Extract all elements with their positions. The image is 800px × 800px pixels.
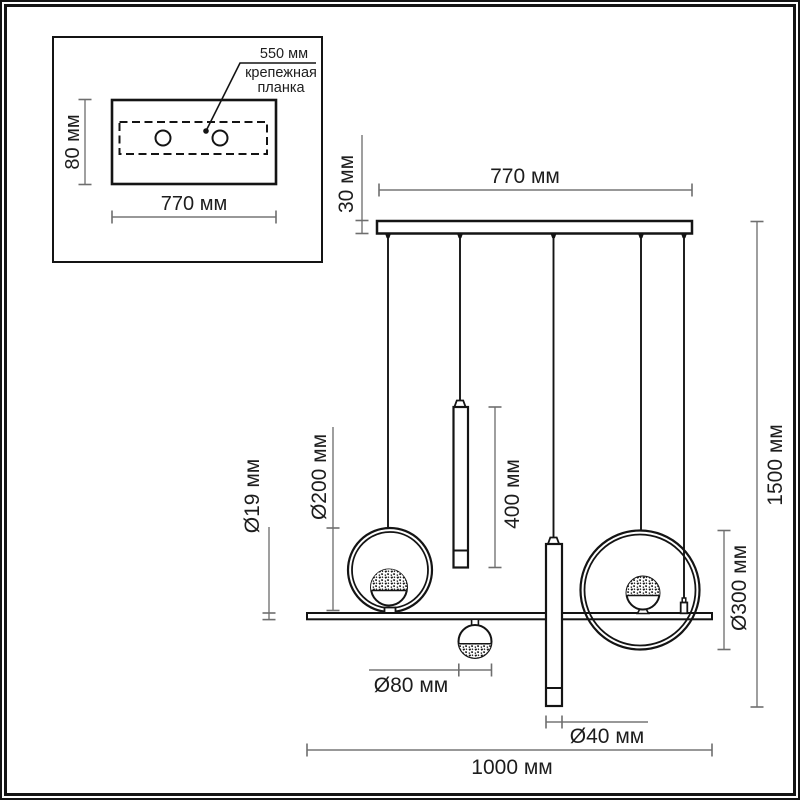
attachment-nub xyxy=(457,233,463,239)
horizontal-bar xyxy=(306,612,713,621)
suspension-cables xyxy=(387,233,685,599)
rod-thickness-label: Ø19 мм xyxy=(241,459,264,533)
page-frame-inner xyxy=(4,4,796,796)
mounting-hole-left xyxy=(154,129,172,147)
attachment-nub xyxy=(638,233,644,239)
attachment-nub xyxy=(550,233,557,239)
sphere-stipple-bottom xyxy=(458,643,492,658)
large-ring-outer xyxy=(579,529,701,651)
tube-length-dimension: 400 мм xyxy=(488,406,524,569)
tube-body xyxy=(544,542,564,708)
large-ring-label: Ø300 мм xyxy=(728,545,751,631)
pendant-tube-center xyxy=(544,536,564,708)
large-ring-inner xyxy=(583,533,697,647)
cable-attachments xyxy=(385,233,687,239)
callout-value-label: 550 мм xyxy=(260,46,308,62)
overall-width-dimension: 1000 мм xyxy=(306,743,713,779)
sphere-diameter-label: Ø80 мм xyxy=(374,674,448,697)
tube-body xyxy=(452,405,470,569)
mounting-bracket-dashed xyxy=(118,121,268,155)
callout-leader-line xyxy=(205,62,316,132)
cable-end-connector xyxy=(679,597,689,615)
pendant-elevation: 770 мм 30 мм 1500 мм 400 мм Ø200 мм xyxy=(241,135,787,779)
hanging-sphere xyxy=(457,618,493,659)
large-ring-assembly xyxy=(579,529,701,651)
mounting-hole-right xyxy=(211,129,229,147)
ceiling-canopy xyxy=(375,219,694,235)
overall-height-dimension: 1500 мм xyxy=(750,220,787,708)
inset-width-dimension: 770 мм xyxy=(111,193,277,224)
tube-length-label: 400 мм xyxy=(501,459,524,529)
attachment-nub xyxy=(681,233,687,239)
plate-height-label: 80 мм xyxy=(62,114,84,169)
ceiling-plate xyxy=(110,98,278,186)
plate-width-label: 770 мм xyxy=(161,193,227,215)
canopy-width-label: 770 мм xyxy=(490,165,560,188)
rod-thickness-dimension: Ø19 мм xyxy=(241,459,276,621)
inset-height-dimension: 80 мм xyxy=(62,98,92,186)
small-ring-label: Ø200 мм xyxy=(308,434,331,520)
sphere-diameter-dimension: Ø80 мм xyxy=(369,663,493,697)
attachment-nub xyxy=(385,233,391,239)
small-ring-dimension: Ø200 мм xyxy=(308,427,340,612)
connector-body xyxy=(679,601,689,615)
overall-width-label: 1000 мм xyxy=(471,756,552,779)
canopy-thickness-label: 30 мм xyxy=(335,155,358,213)
inset-border xyxy=(52,36,323,263)
overall-height-label: 1500 мм xyxy=(764,424,787,505)
tube-diameter-label: Ø40 мм xyxy=(570,725,644,748)
large-ring-dimension: Ø300 мм xyxy=(717,529,751,651)
pendant-tube-small xyxy=(452,399,470,569)
callout-label-line1: крепежная xyxy=(245,65,317,81)
sphere-stipple-top xyxy=(626,576,660,596)
tube-diameter-dimension: Ø40 мм xyxy=(545,715,648,748)
sphere-stipple-top xyxy=(371,569,407,591)
canopy-width-dimension: 770 мм xyxy=(378,165,693,197)
callout-label-line2: планка xyxy=(257,80,305,96)
canopy-thickness-dimension: 30 мм xyxy=(335,135,369,235)
mounting-plate-inset: 550 мм крепежная планка 80 мм 770 мм xyxy=(52,36,323,263)
small-ring-assembly xyxy=(346,526,434,615)
